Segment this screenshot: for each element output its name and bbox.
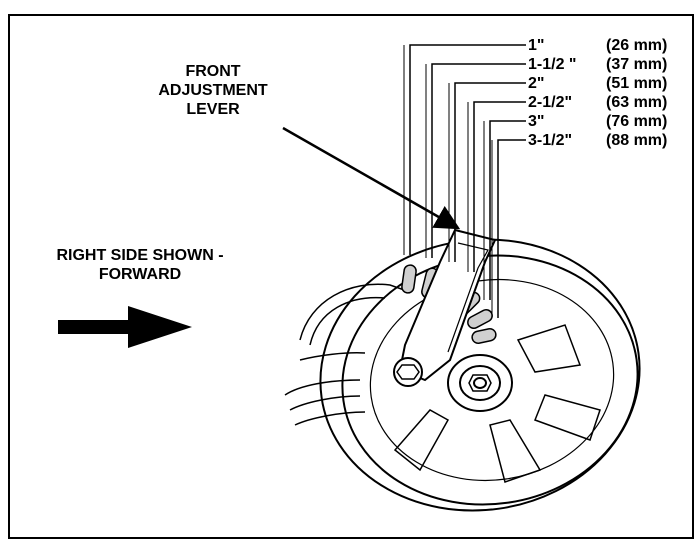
- leader-lines: [403, 44, 526, 318]
- side-label-line-2: FORWARD: [98, 266, 182, 283]
- height-metric: (51 mm): [606, 75, 668, 92]
- height-metric: (26 mm): [606, 37, 668, 54]
- height-imperial: 3-1/2": [528, 132, 573, 149]
- height-metric: (37 mm): [606, 56, 668, 73]
- height-imperial: 3": [528, 113, 545, 130]
- height-imperial: 1": [528, 37, 545, 54]
- adjustment-lever: [393, 228, 497, 387]
- height-metric: (88 mm): [606, 132, 668, 149]
- height-imperial: 2-1/2": [528, 94, 573, 111]
- forward-arrow: [58, 306, 192, 348]
- lever-label-line-3: LEVER: [186, 101, 240, 118]
- lever-label-line-2: ADJUSTMENT: [158, 82, 268, 99]
- lever-label-line-1: FRONT: [185, 63, 241, 80]
- side-label: RIGHT SIDE SHOWN - FORWARD: [20, 246, 260, 284]
- height-imperial: 1-1/2 ": [528, 56, 577, 73]
- lever-callout-arrow: [282, 126, 461, 230]
- side-label-line-1: RIGHT SIDE SHOWN -: [56, 247, 224, 264]
- height-metric: (76 mm): [606, 113, 668, 130]
- height-metric: (63 mm): [606, 94, 668, 111]
- height-imperial: 2": [528, 75, 545, 92]
- lever-label: FRONT ADJUSTMENT LEVER: [138, 62, 288, 119]
